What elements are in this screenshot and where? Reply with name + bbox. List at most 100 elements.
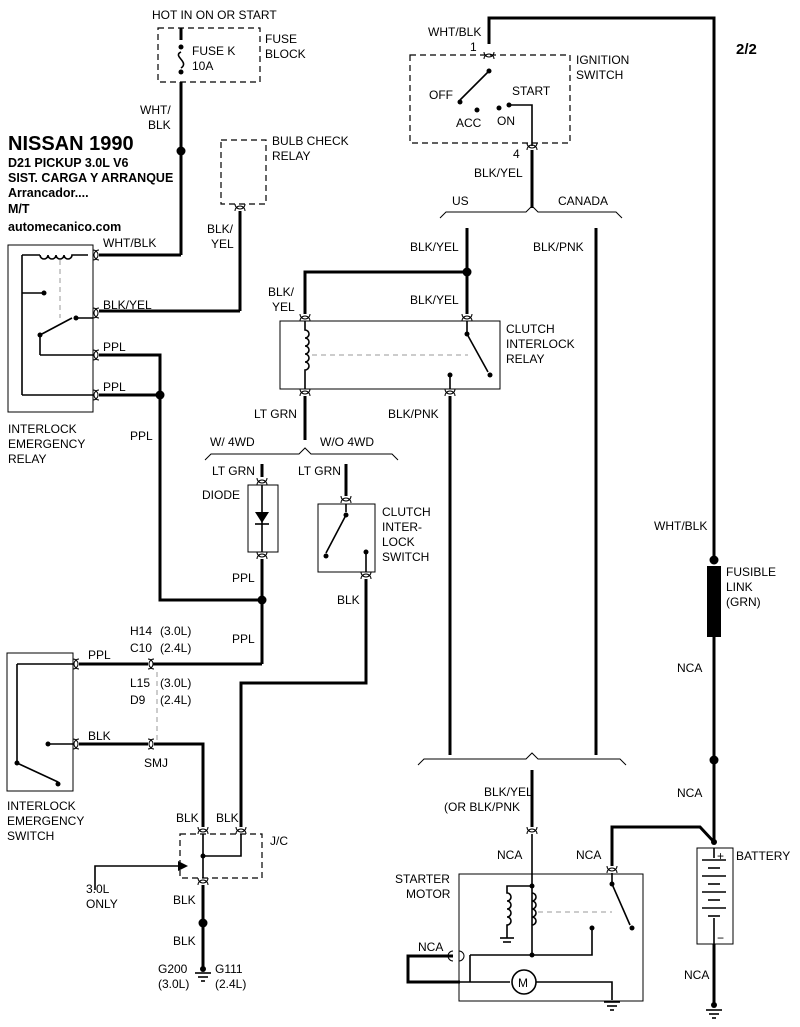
switch-label-1: CLUTCH xyxy=(382,505,431,519)
connector-label: D9 xyxy=(130,693,146,707)
relay-label-2: EMERGENCY xyxy=(8,437,85,451)
ground-label: (2.4L) xyxy=(215,977,246,991)
motor-label: M xyxy=(518,976,528,990)
wire-label: BLK/PNK xyxy=(388,407,439,421)
connector-label: (3.0L) xyxy=(160,676,191,690)
fuse-k-label: FUSE K xyxy=(192,44,235,58)
wire-label: BLK/YEL xyxy=(484,785,533,799)
relay-coil-icon xyxy=(304,321,310,389)
ground-icon xyxy=(195,966,211,982)
wire-label: NCA xyxy=(684,968,709,982)
wire-label: PPL xyxy=(232,571,255,585)
connector-label: (2.4L) xyxy=(160,641,191,655)
fuse-rating-label: 10A xyxy=(192,59,213,73)
option-us: US xyxy=(452,194,469,208)
fusible-label-1: FUSIBLE xyxy=(726,565,776,579)
switch-pos-on: ON xyxy=(497,114,515,128)
fusible-label-3: (GRN) xyxy=(726,595,761,609)
ground-icon xyxy=(706,1002,722,1019)
battery-icon xyxy=(702,848,726,944)
bulb-check-label-1: BULB CHECK xyxy=(272,134,349,148)
ignition-label-2: SWITCH xyxy=(576,68,623,82)
clutch-relay-label-1: CLUTCH xyxy=(506,322,555,336)
diode-icon xyxy=(255,512,269,523)
connector-label: (2.4L) xyxy=(160,693,191,707)
note-label: 3.0L xyxy=(86,882,110,896)
battery-minus: − xyxy=(717,931,724,945)
wire-label: BLK xyxy=(216,811,239,825)
ignition-switch: WHT/BLK 1 OFF START ACC ON IGNITION SWIT… xyxy=(409,16,716,560)
wire-label: LT GRN xyxy=(254,407,297,421)
switch-arm-icon xyxy=(459,70,490,101)
wire-label: WHT/BLK xyxy=(428,25,481,39)
wire-label: (OR BLK/PNK xyxy=(444,800,520,814)
battery-label: BATTERY xyxy=(736,849,790,863)
ground-icon xyxy=(500,937,514,943)
fusible-link: WHT/BLK FUSIBLE LINK (GRN) NCA NCA xyxy=(654,519,776,842)
title-site: automecanico.com xyxy=(8,220,121,234)
wire-label: WHT/BLK xyxy=(103,236,156,250)
terminal-label: 1 xyxy=(470,40,477,54)
wire-label: YEL xyxy=(211,237,234,251)
diode-label: DIODE xyxy=(202,488,240,502)
arrow-icon xyxy=(178,861,188,871)
option-bracket xyxy=(204,447,399,461)
wire-label: BLK/PNK xyxy=(533,240,584,254)
title-model: D21 PICKUP 3.0L V6 xyxy=(8,156,128,170)
clutch-relay-label-2: INTERLOCK xyxy=(506,337,575,351)
clutch-relay-label-3: RELAY xyxy=(506,352,544,366)
wire-label: NCA xyxy=(497,848,522,862)
switch-arm-icon xyxy=(325,514,347,554)
ground-label: G200 xyxy=(158,962,188,976)
wire-label: PPL xyxy=(103,380,126,394)
connector-label: H14 xyxy=(130,624,152,638)
starter-motor: NCA NCA STARTER MOTOR NCA M xyxy=(395,826,644,1011)
option-canada: CANADA xyxy=(558,194,608,208)
bulb-check-relay: BULB CHECK RELAY BLK/ YEL xyxy=(207,134,349,311)
solenoid-coil-icon xyxy=(506,885,532,938)
option-wo-4wd: W/O 4WD xyxy=(320,435,374,449)
fuse-block: HOT IN ON OR START FUSE K 10A FUSE BLOCK… xyxy=(140,8,306,255)
wire-label: BLK xyxy=(176,811,199,825)
ignition-label-1: IGNITION xyxy=(576,53,629,67)
fuse-block-label-2: BLOCK xyxy=(265,47,306,61)
switch-label-2: INTER- xyxy=(382,520,422,534)
option-w-4wd: W/ 4WD xyxy=(210,435,255,449)
wire-label: BLK/ xyxy=(207,222,234,236)
battery-plus: + xyxy=(717,849,724,863)
jc-label: J/C xyxy=(270,834,288,848)
title-block: NISSAN 1990 D21 PICKUP 3.0L V6 SIST. CAR… xyxy=(8,133,173,234)
wire-label: BLK xyxy=(88,729,111,743)
page-number: 2/2 xyxy=(736,41,757,58)
diode: LT GRN DIODE PPL PPL xyxy=(202,464,279,664)
title-system: SIST. CARGA Y ARRANQUE xyxy=(8,171,173,185)
connector-label: L15 xyxy=(130,676,150,690)
relay-label-3: RELAY xyxy=(8,452,46,466)
wire-label: BLK/ xyxy=(268,285,295,299)
joint-connector: BLK BLK J/C 3.0L ONLY xyxy=(86,811,288,911)
switch-label-3: LOCK xyxy=(382,535,415,549)
switch-pos-start: START xyxy=(512,84,551,98)
fuse-block-label-1: FUSE xyxy=(265,32,297,46)
option-bracket xyxy=(439,205,623,219)
switch-label-1: INTERLOCK xyxy=(7,799,76,813)
wire-label: LT GRN xyxy=(212,464,255,478)
wire-label: LT GRN xyxy=(298,464,341,478)
connector-label: (3.0L) xyxy=(160,624,191,638)
fusible-label-2: LINK xyxy=(726,580,753,594)
wire-label: NCA xyxy=(677,661,702,675)
connector-label: SMJ xyxy=(144,756,168,770)
fusible-link-icon xyxy=(707,566,721,637)
battery: + − BATTERY NCA xyxy=(610,825,790,1019)
relay-label-1: INTERLOCK xyxy=(8,422,77,436)
switch-arm-icon xyxy=(16,762,59,783)
relay-coil-icon xyxy=(22,254,88,260)
wire-label: WHT/BLK xyxy=(654,519,707,533)
wire-label: BLK xyxy=(173,893,196,907)
starter-label-1: STARTER xyxy=(395,872,450,886)
bulb-check-label-2: RELAY xyxy=(272,149,310,163)
option-bracket xyxy=(417,752,627,766)
switch-pos-acc: ACC xyxy=(456,116,482,130)
title-main: NISSAN 1990 xyxy=(8,133,134,155)
